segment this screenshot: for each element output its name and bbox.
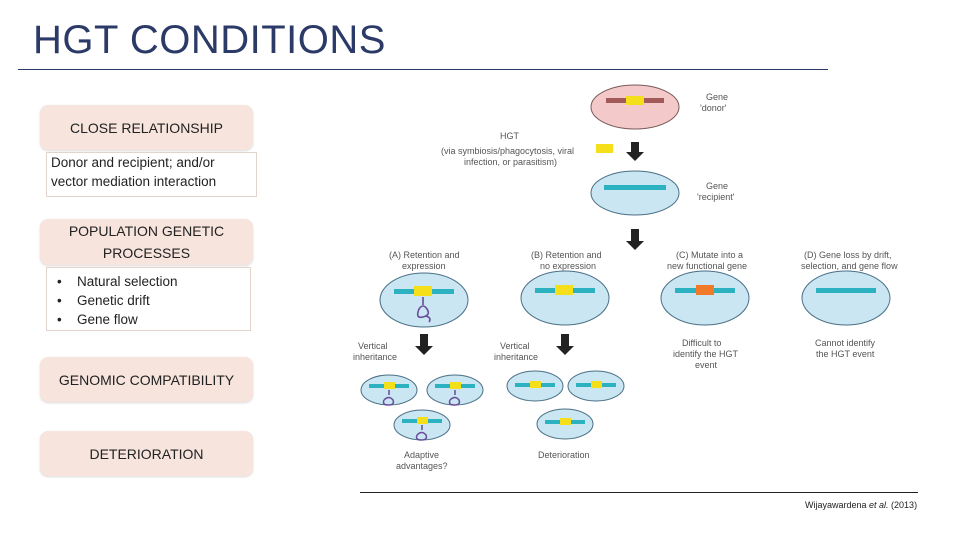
cannot-2: the HGT event (816, 349, 875, 359)
cannot-1: Cannot identify (815, 338, 876, 348)
donor-gene (626, 96, 644, 105)
recipient-chromosome (604, 185, 666, 190)
outcome-a-1: (A) Retention and (389, 250, 460, 260)
outcome-c-2: new functional gene (667, 261, 747, 271)
citation: Wijayawardena et al. (2013) (805, 500, 917, 510)
vertical-a-1: Vertical (358, 341, 388, 351)
citation-author: Wijayawardena (805, 500, 869, 510)
vertical-b-2: inheritance (494, 352, 538, 362)
recipient-label-2: 'recipient' (697, 192, 735, 202)
difficult-1: Difficult to (682, 338, 721, 348)
daughter-gene (591, 381, 602, 388)
outcome-a-2: expression (402, 261, 446, 271)
down-arrow-icon (415, 334, 433, 355)
chromosome-d (816, 288, 876, 293)
cell-a (380, 273, 468, 327)
recipient-label-1: Gene (706, 181, 728, 191)
vertical-a-2: inheritance (353, 352, 397, 362)
donor-label-1: Gene (706, 92, 728, 102)
daughter-gene (530, 381, 541, 388)
outcome-d-2: selection, and gene flow (801, 261, 898, 271)
vertical-b-1: Vertical (500, 341, 530, 351)
outcome-c-1: (C) Mutate into a (676, 250, 743, 260)
gene-b (555, 285, 573, 295)
citation-rule (360, 492, 918, 493)
cell-c (661, 271, 749, 325)
cell-b (521, 271, 609, 325)
daughter-gene (560, 418, 571, 425)
daughter-gene (450, 382, 461, 389)
difficult-3: event (695, 360, 718, 370)
down-arrow-icon (626, 142, 644, 161)
down-arrow-icon (556, 334, 574, 355)
hgt-detail-1: (via symbiosis/phagocytosis, viral (441, 146, 574, 156)
gene-a (414, 286, 432, 296)
outcome-b-2: no expression (540, 261, 596, 271)
hgt-detail-2: infection, or parasitism) (464, 157, 557, 167)
daughter-gene (384, 382, 395, 389)
adaptive-1: Adaptive (404, 450, 439, 460)
outcome-b-1: (B) Retention and (531, 250, 602, 260)
difficult-2: identify the HGT (673, 349, 739, 359)
adaptive-2: advantages? (396, 461, 448, 471)
donor-label-2: 'donor' (700, 103, 727, 113)
citation-etal: et al. (869, 500, 889, 510)
transferred-gene (596, 144, 613, 153)
mutated-gene-c (696, 285, 714, 295)
donor-cell (591, 85, 679, 129)
outcome-d-1: (D) Gene loss by drift, (804, 250, 892, 260)
citation-year: (2013) (889, 500, 918, 510)
cell-d (802, 271, 890, 325)
hgt-label: HGT (500, 131, 520, 141)
recipient-cell (591, 171, 679, 215)
down-arrow-icon (626, 229, 644, 250)
daughter-gene (417, 417, 428, 424)
deterioration-label: Deterioration (538, 450, 590, 460)
